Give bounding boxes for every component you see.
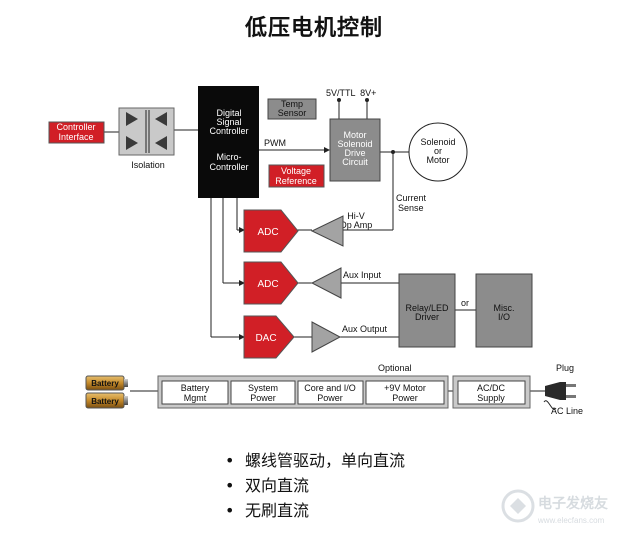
ac-dc-supply-block: AC/DC Supply (452, 375, 531, 409)
core-io-power-label: Power (317, 393, 343, 403)
misc-io-label: I/O (498, 312, 510, 322)
op-amp-label: Hi-V (347, 211, 365, 221)
battery-2: Battery (85, 392, 128, 409)
solenoid-label: or (434, 146, 442, 156)
hi-v-op-amp-triangle (310, 215, 344, 247)
page-title: 低压电机控制 (244, 16, 383, 41)
bullet-item: 双向直流 (225, 473, 405, 498)
temp-sensor-label: Temp (281, 99, 303, 109)
dsc-label: Signal (216, 117, 241, 127)
micro-controller-label: Controller (209, 162, 248, 172)
bullet-item: 螺线管驱动，单向直流 (225, 448, 405, 473)
or-label: or (461, 298, 469, 308)
dsc-label: Digital (216, 108, 241, 118)
motor-power-label: +9V Motor (384, 383, 426, 393)
aux-output-label: Aux Output (342, 324, 388, 334)
solenoid-label: Motor (426, 155, 449, 165)
isolation-block: Isolation (118, 107, 175, 170)
watermark-text: 电子发烧友 (538, 495, 608, 512)
drive-label: Motor (343, 130, 366, 140)
ac-dc-supply-label: Supply (477, 393, 505, 403)
drive-label: Drive (344, 148, 365, 158)
motor-power-label: Power (392, 393, 418, 403)
aux-input-label: Aux Input (343, 270, 382, 280)
ac-line-label: AC Line (551, 406, 583, 416)
controller-interface-label: Interface (58, 132, 93, 142)
isolation-label: Isolation (131, 160, 165, 170)
misc-io-block: Misc. I/O (475, 273, 533, 348)
junction-dot (337, 98, 341, 102)
ac-wave-icon (543, 400, 557, 410)
battery-mgmt-label: Mgmt (184, 393, 207, 403)
drive-label: Circuit (342, 157, 368, 167)
relay-label: Driver (415, 312, 439, 322)
temp-sensor-label: Sensor (278, 108, 307, 118)
adc-2-label: ADC (257, 279, 278, 290)
misc-io-label: Misc. (494, 303, 515, 313)
ac-dc-supply-label: AC/DC (477, 383, 506, 393)
micro-controller-label: Micro- (217, 152, 242, 162)
adc-1-block: ADC (243, 209, 299, 253)
watermark-logo: 电子发烧友 www.elecfans.com (501, 489, 608, 525)
aux-output-amp-triangle (311, 321, 342, 353)
current-sense-label: Current (396, 193, 427, 203)
voltage-reference-label: Reference (275, 176, 317, 186)
dac-label: DAC (255, 333, 276, 344)
motor-solenoid-drive-block: Motor Solenoid Drive Circuit (329, 118, 381, 182)
optional-label: Optional (378, 363, 412, 373)
core-io-power-label: Core and I/O (304, 383, 356, 393)
aux-input-amp-triangle (310, 267, 342, 299)
relay-led-driver-block: Relay/LED Driver (398, 273, 456, 348)
plug-icon (545, 382, 576, 400)
adc-1-label: ADC (257, 227, 278, 238)
voltage-reference-block: Voltage Reference (268, 164, 325, 188)
system-power-label: Power (250, 393, 276, 403)
pwm-label: PWM (264, 138, 286, 148)
power-group: Battery Mgmt System Power Core and I/O P… (157, 375, 449, 409)
bullet-list: 螺线管驱动，单向直流 双向直流 无刷直流 (225, 448, 405, 523)
solenoid-label: Solenoid (420, 137, 455, 147)
junction-dot (391, 150, 395, 154)
drive-label: Solenoid (337, 139, 372, 149)
dac-block: DAC (243, 315, 295, 359)
plug-label: Plug (556, 363, 574, 373)
adc-2-block: ADC (243, 261, 299, 305)
solenoid-or-motor-block: Solenoid or Motor (408, 122, 468, 182)
battery-2-label: Battery (91, 397, 119, 406)
controller-interface-block: Controller Interface (48, 121, 105, 144)
system-power-label: System (248, 383, 278, 393)
dsc-label: Controller (209, 126, 248, 136)
voltage-reference-label: Voltage (281, 166, 311, 176)
bullet-item: 无刷直流 (225, 498, 405, 523)
junction-dot (365, 98, 369, 102)
battery-1-label: Battery (91, 379, 119, 388)
temp-sensor-block: Temp Sensor (267, 98, 317, 120)
battery-1: Battery (85, 375, 128, 391)
controller-interface-label: Controller (56, 122, 95, 132)
digital-signal-controller-block: Digital Signal Controller Micro- Control… (198, 86, 259, 198)
relay-label: Relay/LED (405, 303, 449, 313)
watermark-url: www.elecfans.com (537, 516, 605, 525)
current-sense-label: Sense (398, 203, 424, 213)
op-amp-label: Op Amp (340, 220, 373, 230)
battery-mgmt-label: Battery (181, 383, 210, 393)
supply-voltage-label: 5V/TTL 8V+ (326, 88, 376, 98)
